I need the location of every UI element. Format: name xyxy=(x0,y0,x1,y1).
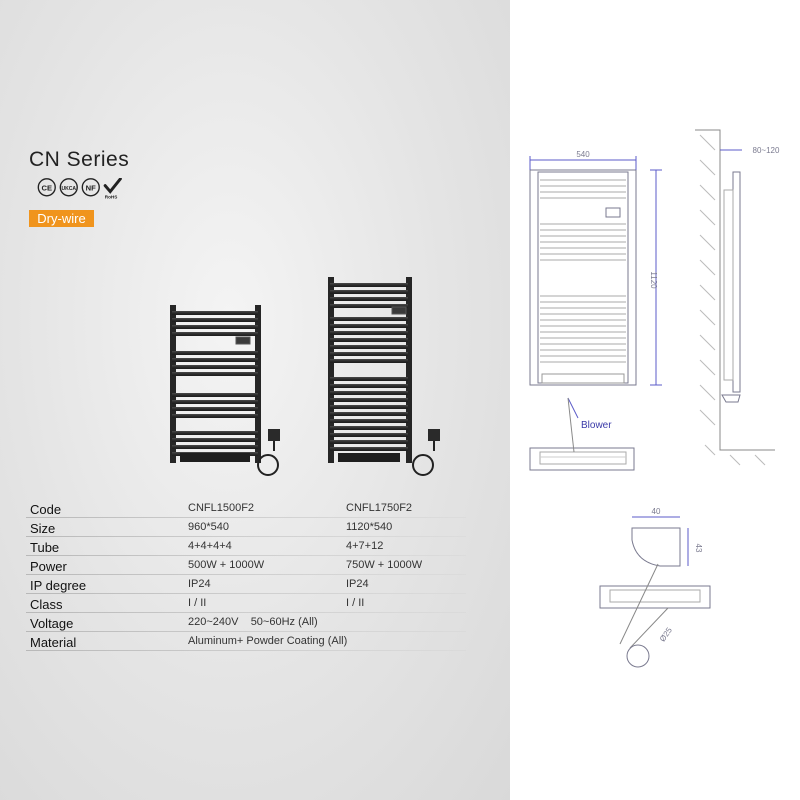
bottom-view xyxy=(529,397,635,471)
spec-label: Tube xyxy=(30,540,60,555)
side-view xyxy=(695,129,775,466)
dry-wire-badge: Dry-wire xyxy=(29,210,94,227)
spec-row-material: Material Aluminum+ Powder Coating (All) xyxy=(0,635,470,654)
spec-row-code: Code CNFL1500F2 CNFL1750F2 xyxy=(0,502,470,521)
spec-row-tube: Tube 4+4+4+4 4+7+12 xyxy=(0,540,470,559)
technical-drawing: 540 1120 80~120 Blower 40 43 Ø25 xyxy=(529,129,780,668)
spec-value-model2: I / II xyxy=(346,597,365,609)
spec-label: Material xyxy=(30,635,77,650)
spec-label: Power xyxy=(30,559,67,574)
dim-width: 540 xyxy=(576,150,590,159)
radiator-cnfl1500 xyxy=(170,305,280,476)
row-divider xyxy=(26,650,466,651)
spec-value-model1: IP24 xyxy=(188,578,211,590)
spec-value-model1: 4+4+4+4 xyxy=(188,540,232,552)
radiator-cnfl1750 xyxy=(328,277,440,476)
dim-detail-height: 43 xyxy=(694,544,703,553)
technical-drawing-panel: 540 1120 80~120 Blower 40 43 Ø25 xyxy=(510,0,800,800)
detail-view xyxy=(599,516,711,668)
cert-nf-label: NF xyxy=(86,184,96,193)
row-divider xyxy=(26,612,466,613)
spec-label: Class xyxy=(30,597,63,612)
front-view xyxy=(529,156,662,386)
product-image xyxy=(170,277,440,476)
spec-row-ip: IP degree IP24 IP24 xyxy=(0,578,470,597)
spec-value-model2: 750W + 1000W xyxy=(346,559,423,571)
ukca-icon: UKCA xyxy=(59,178,78,197)
row-divider xyxy=(26,555,466,556)
row-divider xyxy=(26,574,466,575)
row-divider xyxy=(26,536,466,537)
spec-value-model1: 500W + 1000W xyxy=(188,559,265,571)
spec-value-model1: 960*540 xyxy=(188,521,229,533)
spec-value-model1: I / II xyxy=(188,597,207,609)
spec-value-model2: IP24 xyxy=(346,578,369,590)
product-panel: CN Series CE UKCA NF RoHS Dry-wire xyxy=(0,0,510,800)
spec-value-model2: CNFL1750F2 xyxy=(346,502,413,514)
spec-row-class: Class I / II I / II xyxy=(0,597,470,616)
spec-value-model1: CNFL1500F2 xyxy=(188,502,255,514)
spec-row-voltage: Voltage 220~240V 50~60Hz (All) xyxy=(0,616,470,635)
spec-label: IP degree xyxy=(30,578,87,593)
series-title: CN Series xyxy=(29,148,130,171)
spec-value-model2: 1120*540 xyxy=(346,521,393,533)
ce-icon: CE xyxy=(37,178,56,197)
spec-value-model2: 4+7+12 xyxy=(346,540,384,552)
cert-ce-label: CE xyxy=(41,184,52,193)
spec-row-power: Power 500W + 1000W 750W + 1000W xyxy=(0,559,470,578)
spec-value-common: Aluminum+ Powder Coating (All) xyxy=(188,635,348,647)
certification-icons: CE UKCA NF RoHS xyxy=(37,178,122,199)
cert-ukca-label: UKCA xyxy=(61,186,76,192)
blower-label: Blower xyxy=(581,420,612,431)
row-divider xyxy=(26,517,466,518)
row-divider xyxy=(26,631,466,632)
rohs-icon: RoHS xyxy=(103,178,122,199)
spec-row-size: Size 960*540 1120*540 xyxy=(0,521,470,540)
dim-depth: 80~120 xyxy=(753,146,780,155)
cert-rohs-label: RoHS xyxy=(105,194,118,199)
nf-icon: NF xyxy=(81,178,100,197)
spec-value-common: 220~240V 50~60Hz (All) xyxy=(188,616,318,628)
row-divider xyxy=(26,593,466,594)
dim-knob: Ø25 xyxy=(658,625,674,643)
spec-label: Code xyxy=(30,502,62,517)
spec-label: Voltage xyxy=(30,616,74,631)
dim-height: 1120 xyxy=(649,271,658,289)
spec-label: Size xyxy=(30,521,56,536)
dim-detail-width: 40 xyxy=(652,507,661,516)
